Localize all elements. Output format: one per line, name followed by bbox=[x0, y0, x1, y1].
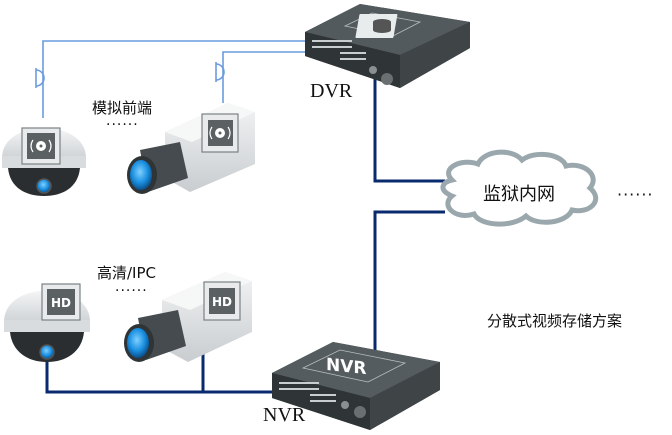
hd-badge-icon: HD bbox=[41, 283, 81, 321]
svg-text:HD: HD bbox=[212, 295, 232, 309]
hd-group-label: 高清/IPC bbox=[97, 264, 156, 282]
link-hd-dome-to-nvr bbox=[45, 360, 276, 394]
hd-badge-icon: HD bbox=[203, 281, 241, 321]
svg-text:HD: HD bbox=[51, 296, 71, 310]
dvr-device[interactable] bbox=[305, 4, 470, 88]
database-icon bbox=[355, 14, 398, 38]
cloud-trailing-ellipsis: ······ bbox=[617, 185, 654, 204]
link-analog-dome-to-dvr bbox=[42, 40, 306, 118]
analog-box-camera[interactable] bbox=[127, 103, 255, 194]
hd-group-ellipsis: ······ bbox=[115, 283, 148, 299]
analog-signal-icon bbox=[201, 113, 239, 153]
hd-dome-camera[interactable]: HD bbox=[4, 283, 90, 362]
hd-box-camera[interactable]: HD bbox=[124, 272, 252, 362]
nvr-label: NVR bbox=[263, 404, 306, 426]
nvr-panel-label: NVR bbox=[326, 354, 367, 380]
link-analog-box-to-dvr bbox=[222, 51, 306, 103]
cloud-shape bbox=[440, 149, 599, 227]
diagram-title: 分散式视频存储方案 bbox=[487, 312, 623, 330]
dvr-label: DVR bbox=[310, 80, 353, 102]
link-dvr-to-cloud bbox=[373, 76, 445, 183]
link-nvr-to-cloud bbox=[373, 210, 445, 350]
analog-dome-camera[interactable] bbox=[2, 127, 86, 196]
nvr-device[interactable] bbox=[272, 342, 440, 430]
cloud-label: 监狱内网 bbox=[483, 184, 555, 205]
bnc-connector-icon bbox=[215, 62, 225, 82]
bnc-connector-icon bbox=[35, 68, 45, 88]
analog-signal-icon bbox=[21, 127, 61, 165]
analog-group-label: 模拟前端 bbox=[92, 99, 153, 117]
network-links bbox=[45, 76, 445, 394]
analog-links bbox=[35, 40, 306, 118]
analog-group-ellipsis: ······ bbox=[106, 117, 139, 133]
